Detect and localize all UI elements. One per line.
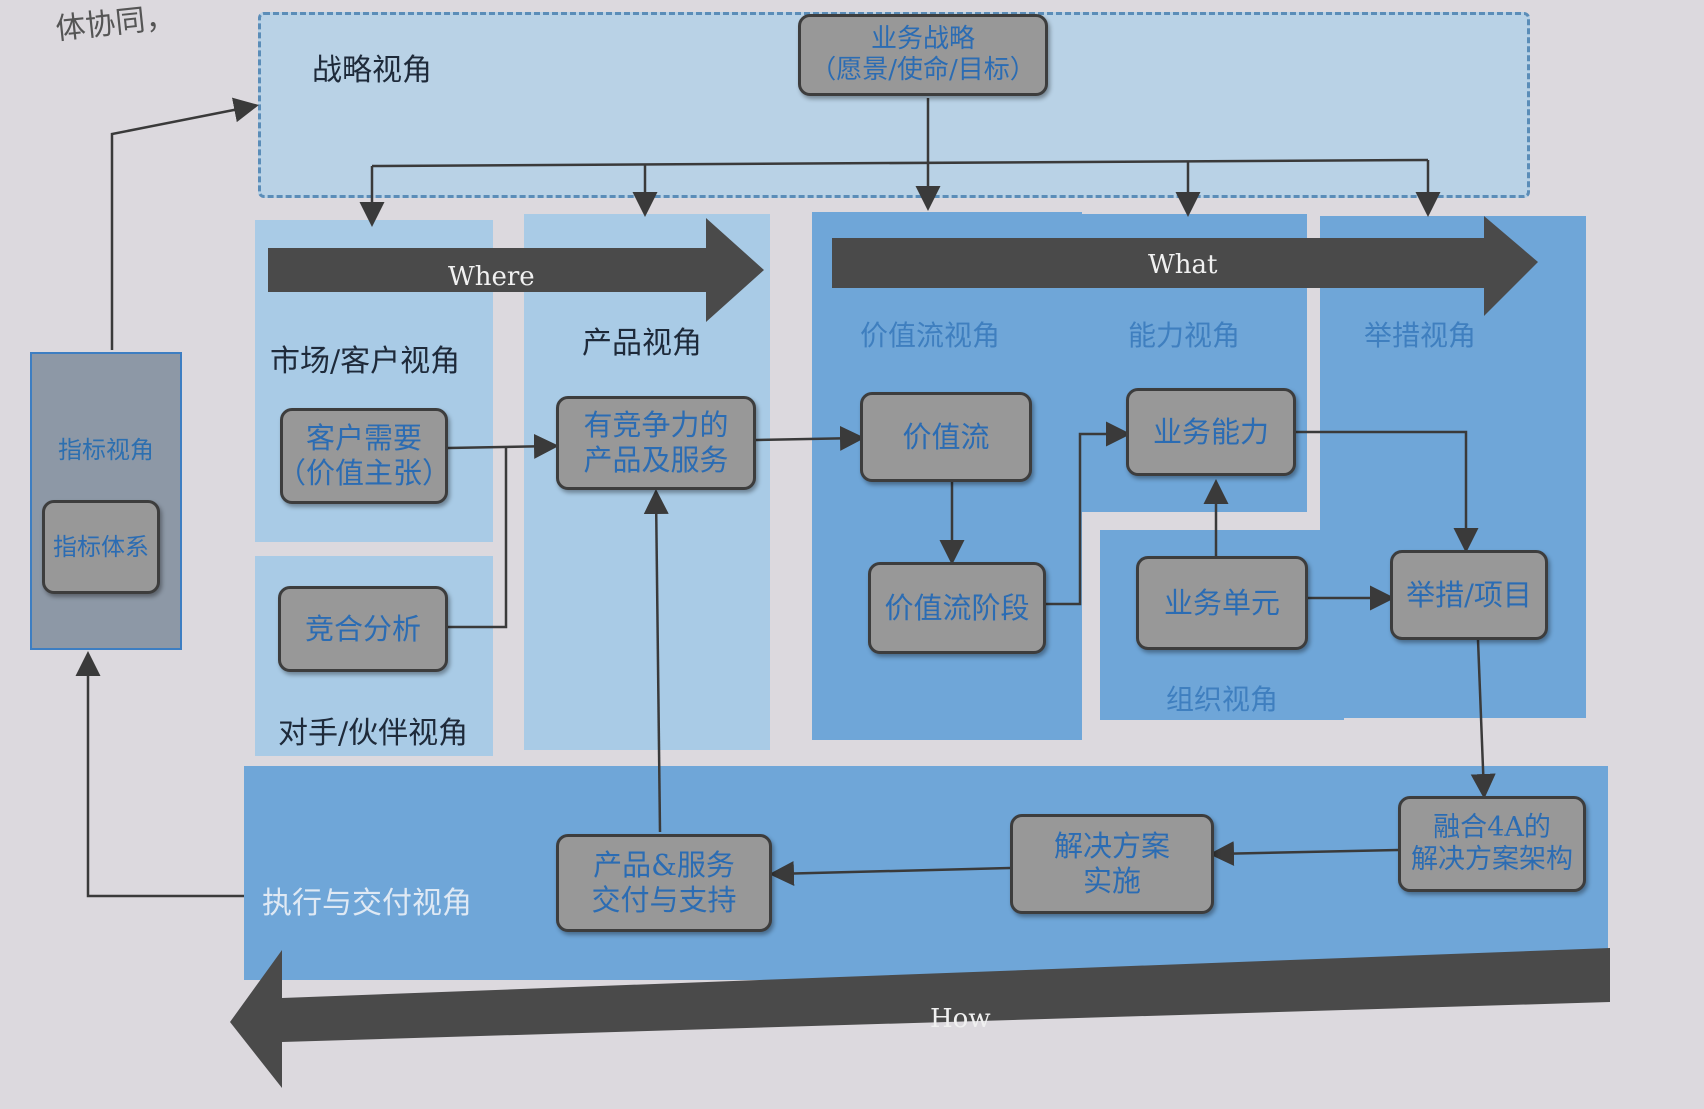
execution-view-label: 执行与交付视角: [262, 886, 472, 921]
product-view-label: 产品视角: [582, 326, 702, 361]
execution-region: [244, 766, 1608, 980]
where-arrow-label: Where: [448, 262, 535, 292]
initiative-view-label: 举措视角: [1364, 319, 1477, 352]
where-arrow: [268, 218, 764, 322]
solution-architecture-node: 融合4A的 解决方案架构: [1398, 796, 1586, 892]
value-stream-stage-node: 价值流阶段: [868, 562, 1046, 654]
organization-view-label: 组织视角: [1166, 683, 1279, 716]
competition-analysis-node: 竞合分析: [278, 586, 448, 672]
solution-implementation-node: 解决方案 实施: [1010, 814, 1214, 914]
strategy-view-label: 战略视角: [312, 53, 432, 88]
value-stream-node: 价值流: [860, 392, 1032, 482]
product-delivery-node: 产品&服务 交付与支持: [556, 834, 772, 932]
how-arrow-label: How: [930, 1004, 991, 1034]
metrics-view-label: 指标视角: [58, 436, 154, 464]
business-capability-node: 业务能力: [1126, 388, 1296, 476]
value-stream-view-label: 价值流视角: [860, 319, 1001, 352]
how-arrow: [230, 948, 1610, 1088]
initiative-project-node: 举措/项目: [1390, 550, 1548, 640]
capability-view-label: 能力视角: [1128, 319, 1241, 352]
business-strategy-node: 业务战略 （愿景/使命/目标）: [798, 14, 1048, 96]
competitive-product-node: 有竞争力的 产品及服务: [556, 396, 756, 490]
metrics-system-node: 指标体系: [42, 500, 160, 594]
business-unit-node: 业务单元: [1136, 556, 1308, 650]
what-arrow-label: What: [1148, 250, 1218, 280]
market-customer-view-label: 市场/客户视角: [270, 344, 461, 379]
what-arrow: [832, 216, 1538, 316]
customer-need-node: 客户需要 （价值主张）: [277, 408, 451, 504]
rival-partner-view-label: 对手/伙伴视角: [278, 716, 469, 751]
